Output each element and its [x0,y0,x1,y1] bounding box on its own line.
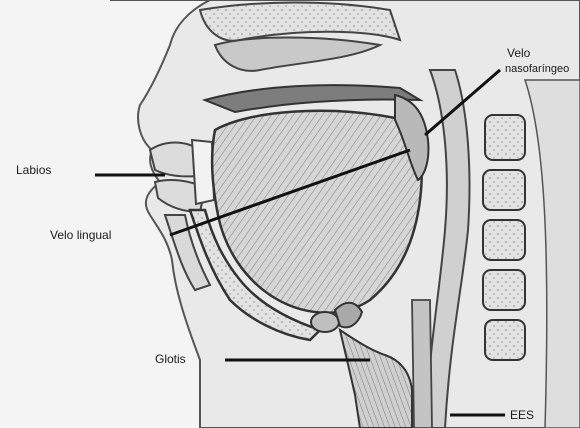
label-glottis: Glotis [155,352,186,366]
label-ues: EES [510,408,534,422]
label-lips: Labios [16,163,51,177]
label-velum-nasopharyngeal-line1: Velo [507,46,530,60]
esophagus [412,300,432,428]
teeth [192,140,214,204]
label-velum-lingual: Velo lingual [50,228,111,242]
cervical-vertebrae [483,115,525,360]
label-velum-nasopharyngeal-line2: nasofaríngeo [505,62,569,76]
hyoid-bone [311,312,339,332]
